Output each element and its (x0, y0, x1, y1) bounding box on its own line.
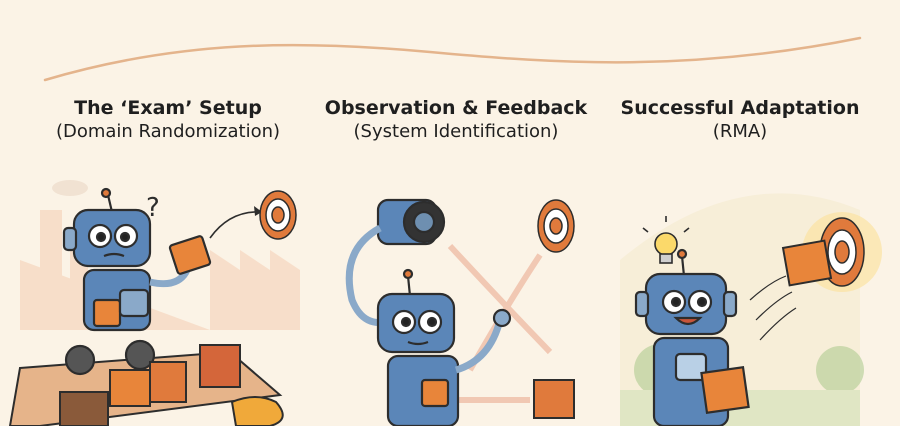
target-1 (259, 190, 297, 240)
question-mark: ? (146, 193, 160, 223)
robot-1 (62, 187, 212, 376)
panel-2-subtitle: (System Identification) (353, 121, 559, 143)
throw-arrow-1 (209, 211, 263, 239)
lightbulb-icon (642, 216, 690, 264)
panel-1-heading: The ‘Exam’ Setup (Domain Randomization) (18, 96, 318, 143)
panel-3-heading: Successful Adaptation (RMA) (590, 96, 890, 143)
camera (345, 198, 446, 326)
cube-2 (533, 379, 575, 419)
panel-3-subtitle: (RMA) (712, 121, 768, 143)
panel-3-scene (620, 193, 882, 426)
panel-2-title: Observation & Feedback (324, 97, 588, 119)
cube-3 (781, 239, 833, 287)
panel-2-heading: Observation & Feedback (System Identific… (306, 96, 606, 143)
panel-1-scene: ? (8, 180, 300, 426)
panel-1-subtitle: (Domain Randomization) (55, 121, 281, 143)
panel-1-title: The ‘Exam’ Setup (74, 97, 262, 119)
header-curve (43, 36, 862, 82)
robot-2 (376, 268, 512, 426)
target-2 (537, 199, 575, 253)
panel-3-title: Successful Adaptation (620, 97, 860, 119)
table-blocks (59, 344, 284, 426)
panel-2-scene (345, 198, 575, 426)
motion-lines (749, 275, 797, 341)
factory-silhouette (20, 180, 300, 330)
robot-3 (634, 248, 750, 426)
